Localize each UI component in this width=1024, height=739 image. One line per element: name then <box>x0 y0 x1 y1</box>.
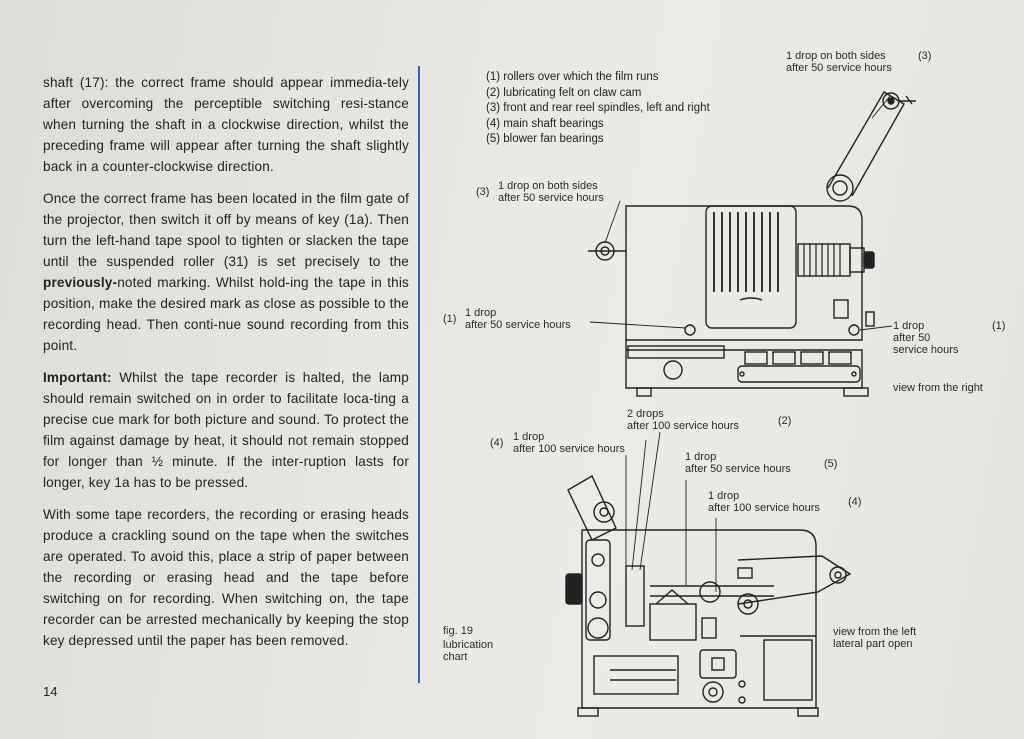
reel-arm-left-view <box>567 475 617 541</box>
label-top-right-line2: after 50 service hours <box>786 62 892 74</box>
legend-item-5: (5) blower fan bearings <box>486 133 604 145</box>
label-left-1-num: (1) <box>443 313 457 325</box>
body-text-column: shaft (17): the correct frame should app… <box>43 72 409 662</box>
label-fig-line2: lubrication <box>443 639 494 651</box>
label-mid-5-line2: after 50 service hours <box>685 463 791 475</box>
label-mid-4a-num: (4) <box>490 437 504 449</box>
leader-lines <box>589 95 893 592</box>
reel-arm-right-view <box>826 91 916 202</box>
paragraph-tape-recorders: With some tape recorders, the recording … <box>43 507 409 648</box>
paragraph-important: Important: Whilst the tape recorder is h… <box>43 367 409 493</box>
label-fig-line1: fig. 19 <box>443 625 473 637</box>
label-right-1-num: (1) <box>992 320 1006 332</box>
label-fig-line3: chart <box>443 651 468 663</box>
label-right-1-line3: service hours <box>893 344 959 356</box>
page-number: 14 <box>43 684 58 699</box>
column-divider <box>418 66 420 683</box>
label-left-3-line2: after 50 service hours <box>498 192 604 204</box>
paragraph-correct-frame: Once the correct frame has been located … <box>43 188 409 356</box>
label-mid-4b-line1: 1 drop <box>708 490 740 502</box>
label-mid-2-line1: 2 drops <box>627 408 664 420</box>
label-mid-5-num: (5) <box>824 458 838 470</box>
label-top-right-num: (3) <box>918 50 932 62</box>
legend-item-1: (1) rollers over which the film runs <box>486 71 659 83</box>
paragraph-correct-frame-text: Once the correct frame has been located … <box>43 191 409 269</box>
label-mid-4b-num: (4) <box>848 496 862 508</box>
label-right-1-line1: 1 drop <box>893 320 925 332</box>
legend-item-3: (3) front and rear reel spindles, left a… <box>486 102 710 114</box>
label-view-left-line2: lateral part open <box>833 638 913 650</box>
label-mid-5-line1: 1 drop <box>685 451 717 463</box>
label-mid-4b-line2: after 100 service hours <box>708 502 820 514</box>
label-top-right-line1: 1 drop on both sides <box>786 50 886 62</box>
paragraph-important-text: Whilst the tape recorder is halted, the … <box>43 370 409 490</box>
label-mid-2-num: (2) <box>778 415 792 427</box>
label-left-3-line1: 1 drop on both sides <box>498 180 598 192</box>
legend: (1) rollers over which the film runs (2)… <box>486 70 710 148</box>
label-view-right: view from the right <box>893 382 983 394</box>
projector-body-left-view <box>565 529 852 717</box>
legend-item-2: (2) lubricating felt on claw cam <box>486 86 642 99</box>
paragraph-shaft: shaft (17): the correct frame should app… <box>43 75 409 174</box>
label-view-left-line1: view from the left <box>833 626 917 638</box>
bold-important: Important: <box>43 370 112 385</box>
legend-item-4: (4) main shaft bearings <box>486 117 604 130</box>
bold-previously: previously- <box>43 275 118 290</box>
projector-body-right-view <box>588 205 875 397</box>
label-left-1-line1: 1 drop <box>465 307 497 319</box>
label-mid-4a-line2: after 100 service hours <box>513 443 625 455</box>
label-right-1-line2: after 50 <box>893 332 931 344</box>
paragraph-correct-frame-cont: noted marking. Whilst hold-ing the tape … <box>43 275 409 353</box>
label-left-3-num: (3) <box>476 186 490 198</box>
label-mid-2-line2: after 100 service hours <box>627 420 739 432</box>
label-left-1-line2: after 50 service hours <box>465 319 571 331</box>
label-mid-4a-line1: 1 drop <box>513 431 545 443</box>
